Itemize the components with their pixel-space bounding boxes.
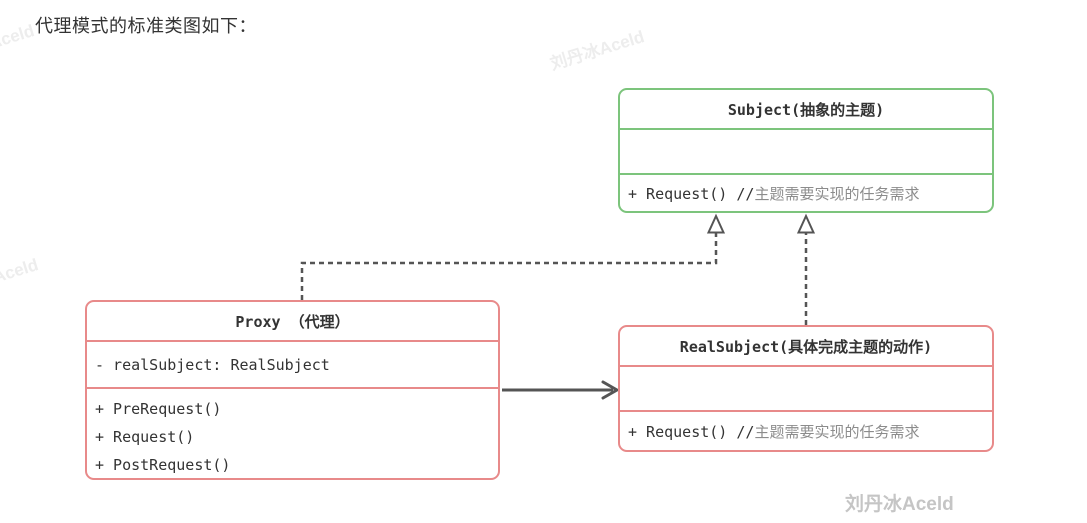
method-line: + PreRequest() — [95, 400, 222, 418]
class-field-proxy: - realSubject: RealSubject — [87, 340, 498, 387]
class-box-proxy: Proxy （代理） - realSubject: RealSubject + … — [85, 300, 500, 480]
class-box-subject: Subject(抽象的主题) + Request() //主题需要实现的任务需求 — [618, 88, 994, 213]
method-line: + PostRequest() — [95, 456, 231, 474]
page-title: 代理模式的标准类图如下： — [35, 16, 257, 36]
watermark-mid-left: 刘丹冰Aceld — [0, 255, 41, 302]
method-comment: 主题需要实现的任务需求 — [754, 423, 920, 441]
watermark-top-left: 刘丹冰Aceld — [0, 21, 37, 68]
hollow-triangle-arrowhead-proxy — [706, 213, 726, 234]
class-title-proxy: Proxy （代理） — [235, 312, 350, 331]
class-methods-realsubject: + Request() //主题需要实现的任务需求 — [620, 410, 992, 450]
class-title-subject: Subject(抽象的主题) — [727, 100, 885, 119]
watermark-top-center: 刘丹冰Aceld — [547, 27, 647, 74]
method-comment: 主题需要实现的任务需求 — [754, 185, 920, 203]
method-code: + Request() // — [628, 423, 755, 441]
open-arrowhead-association — [601, 380, 619, 400]
method-line: + Request() — [95, 428, 195, 446]
class-fields-subject-empty — [620, 128, 992, 173]
realization-arrow-proxy-to-subject — [300, 233, 718, 300]
class-title-realsubject: RealSubject(具体完成主题的动作) — [679, 337, 933, 356]
method-code: + Request() // — [628, 185, 755, 203]
watermark-bottom-right: 刘丹冰Aceld — [845, 494, 954, 515]
class-box-realsubject: RealSubject(具体完成主题的动作) + Request() //主题需… — [618, 325, 994, 452]
class-methods-subject: + Request() //主题需要实现的任务需求 — [620, 173, 992, 211]
class-fields-realsubject-empty — [620, 365, 992, 410]
class-methods-proxy: + PreRequest() + Request() + PostRequest… — [87, 387, 498, 478]
hollow-triangle-arrowhead-realsubject — [796, 213, 816, 234]
